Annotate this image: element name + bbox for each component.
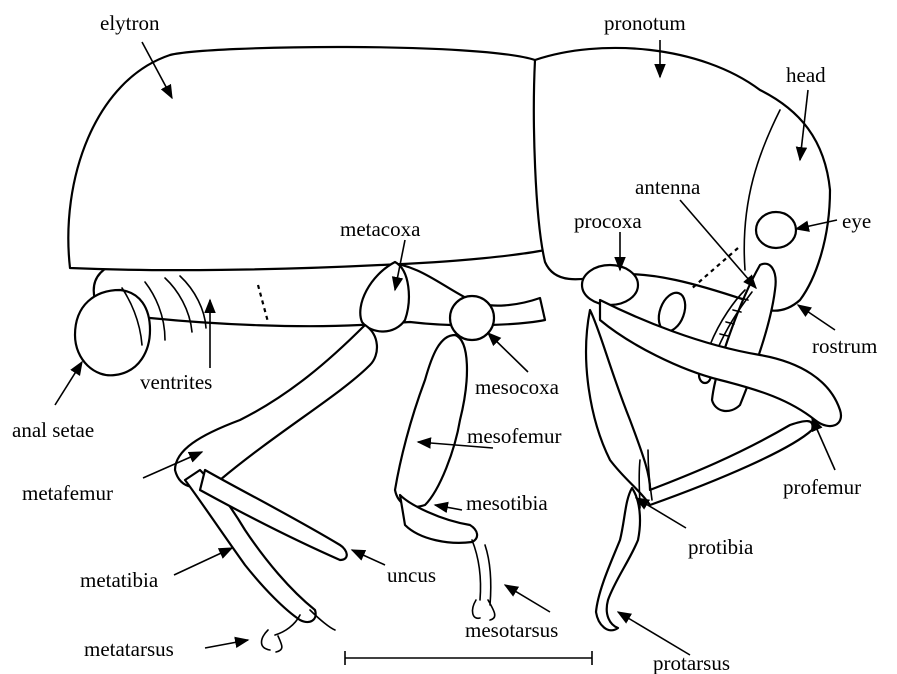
label-ventrites: ventrites [140, 370, 212, 394]
label-antenna: antenna [635, 175, 701, 199]
weevil-body [68, 47, 841, 652]
mesocoxa-shape [450, 296, 494, 340]
label-anal-setae: anal setae [12, 418, 94, 442]
label-metatarsus: metatarsus [84, 637, 174, 661]
mesofemur-shape [395, 335, 467, 507]
label-procoxa: procoxa [574, 209, 642, 233]
eye-shape [756, 212, 796, 248]
protarsus-shape [596, 488, 640, 630]
label-mesotarsus: mesotarsus [465, 618, 558, 642]
label-protarsus: protarsus [653, 651, 730, 674]
anal-segment [75, 290, 150, 375]
label-metatibia: metatibia [80, 568, 159, 592]
metafemur-shape [175, 325, 377, 487]
label-pronotum: pronotum [604, 11, 686, 35]
label-metafemur: metafemur [22, 481, 113, 505]
label-profemur: profemur [783, 475, 861, 499]
label-metacoxa: metacoxa [340, 217, 421, 241]
label-rostrum: rostrum [812, 334, 877, 358]
procoxa-shape [582, 265, 638, 305]
protibia-shape [586, 310, 812, 505]
scale-bar [345, 651, 592, 665]
elytron-shape [68, 47, 545, 270]
label-uncus: uncus [387, 563, 436, 587]
label-elytron: elytron [100, 11, 160, 35]
label-eye: eye [842, 209, 871, 233]
label-mesotibia: mesotibia [466, 491, 548, 515]
label-mesofemur: mesofemur [467, 424, 561, 448]
label-mesocoxa: mesocoxa [475, 375, 560, 399]
mesotarsus-shape [472, 540, 495, 620]
label-head: head [786, 63, 826, 87]
label-protibia: protibia [688, 535, 754, 559]
